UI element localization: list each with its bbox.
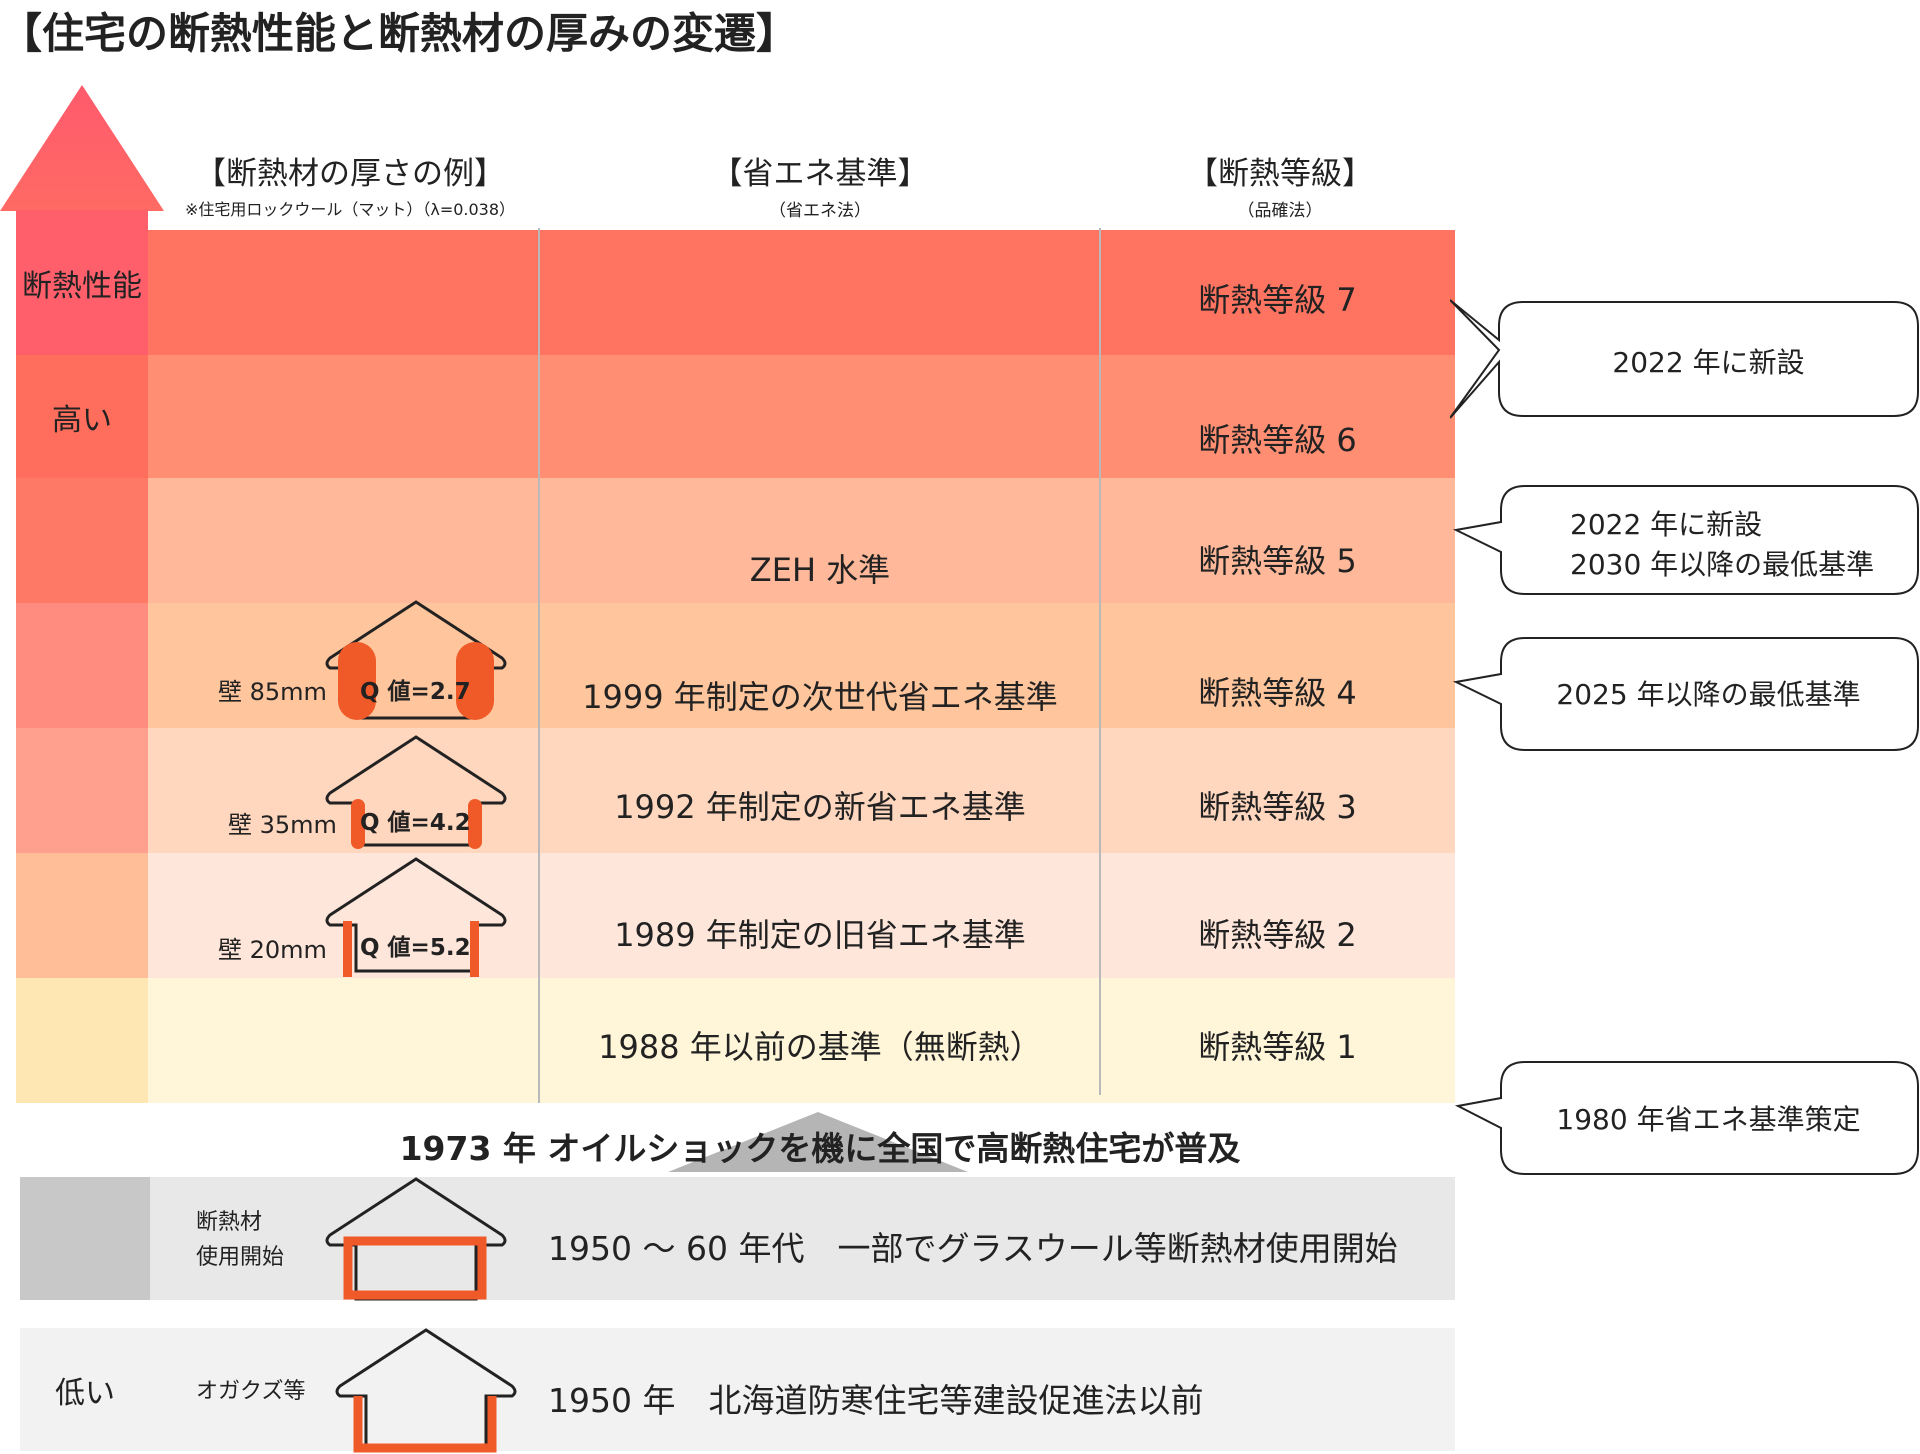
grade-4: 断熱等級 4 [1198,674,1357,712]
history-side-1 [20,1177,150,1300]
q-value-4-2: Q 値=4.2 [360,810,471,836]
page-title: 【住宅の断熱性能と断熱材の厚みの変遷】 [0,9,799,58]
arrow-shaft-row-1 [16,978,148,1103]
house-glasswool-icon [325,1177,507,1301]
callout-min-2030: 2030 年以降の最低基準 [1570,548,1875,581]
callout-new-2022: 2022 年に新設 [1612,346,1805,379]
wall-35mm-label: 壁 35mm [228,811,337,839]
band-grade-1 [148,978,1455,1103]
standard-1989: 1989 年制定の旧省エネ基準 [614,916,1026,954]
arrow-shaft-row-6: 高い [16,355,148,478]
grade-header: 【断熱等級】 [1187,156,1373,192]
arrow-shaft-row-5 [16,478,148,603]
band-grade-7 [148,230,1455,355]
column-divider-left [538,228,540,1103]
history-material-1b: 使用開始 [196,1245,285,1270]
milestone-arrow [668,1112,968,1172]
arrow-shaft-row-3 [16,728,148,853]
history-material-2: オガクズ等 [196,1379,306,1404]
history-side-2: 低い [20,1328,150,1451]
low-label: 低い [55,1375,115,1411]
grade-6: 断熱等級 6 [1198,421,1357,459]
callout-min-2025: 2025 年以降の最低基準 [1556,678,1861,711]
standard-note: （省エネ法） [769,201,871,221]
house-35mm-icon [325,735,507,849]
history-era-2: 1950 年 北海道防寒住宅等建設促進法以前 [548,1381,1204,1420]
house-sawdust-icon [335,1328,517,1453]
callout-bubbles [1450,299,1919,1175]
q-value-5-2: Q 値=5.2 [360,935,471,961]
high-label: 高い [52,402,112,438]
grade-3: 断熱等級 3 [1198,788,1357,826]
column-divider-right [1099,228,1101,1095]
history-material-1a: 断熱材 [196,1210,263,1235]
standard-1988: 1988 年以前の基準（無断熱） [598,1028,1042,1066]
arrow-shaft-row-2 [16,853,148,978]
standard-header: 【省エネ基準】 [711,156,929,192]
performance-arrow [0,85,164,211]
callout-new-2022-line: 2022 年に新設 [1570,508,1763,541]
grade-note: （品確法） [1237,201,1323,221]
band-grade-5 [148,478,1455,603]
wall-85mm-label: 壁 85mm [218,678,327,706]
band-grade-3 [148,728,1455,853]
band-grade-2 [148,853,1455,978]
grade-7: 断熱等級 7 [1198,281,1357,319]
thickness-note: ※住宅用ロックウール（マット）（λ=0.038） [184,200,516,219]
house-85mm-icon [325,600,507,720]
standard-1992: 1992 年制定の新省エネ基準 [614,788,1026,826]
arrow-shaft-row-7: 断熱性能 [16,210,148,355]
wall-20mm-label: 壁 20mm [218,936,327,964]
arrow-shaft-row-4 [16,603,148,728]
history-era-1: 1950 ～ 60 年代 一部でグラスウール等断熱材使用開始 [548,1229,1398,1268]
performance-label: 断熱性能 [22,268,142,304]
grade-1: 断熱等級 1 [1198,1028,1357,1066]
grade-5: 断熱等級 5 [1198,542,1357,580]
house-20mm-icon [325,857,507,977]
standard-zeh: ZEH 水準 [749,551,891,589]
q-value-2-7: Q 値=2.7 [360,679,471,705]
milestone-text: 1973 年 オイルショックを機に全国で高断熱住宅が普及 [399,1129,1241,1168]
callout-1980: 1980 年省エネ基準策定 [1556,1103,1861,1136]
band-grade-6 [148,355,1455,478]
standard-1999: 1999 年制定の次世代省エネ基準 [582,678,1058,716]
grade-2: 断熱等級 2 [1198,916,1357,954]
thickness-header: 【断熱材の厚さの例】 [195,156,505,192]
